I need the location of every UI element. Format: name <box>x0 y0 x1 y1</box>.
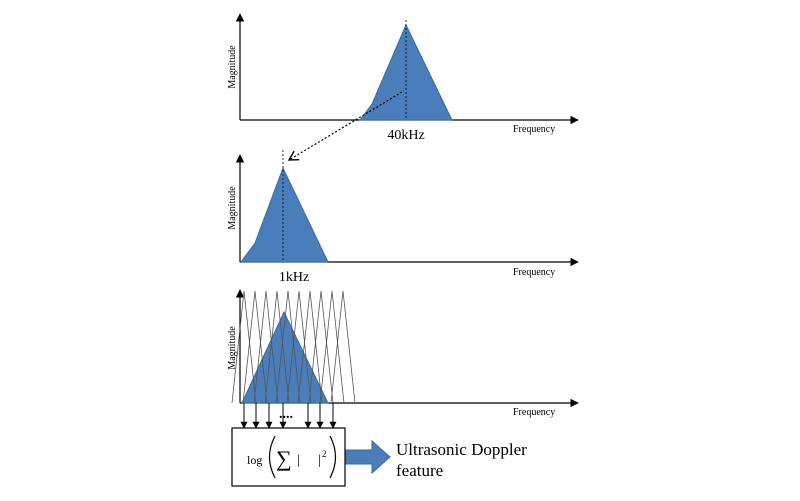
filterbank-panel: Magnitude Frequency .... <box>227 289 579 429</box>
filter-triangle <box>231 290 257 404</box>
peak-frequency-label: 40kHz <box>387 128 424 143</box>
log-text: log <box>247 453 262 467</box>
y-axis-label: Magnitude <box>227 326 238 370</box>
left-paren <box>268 435 276 479</box>
output-label-line2: feature <box>396 461 443 480</box>
filter-triangle <box>275 290 301 404</box>
filter-ellipsis: .... <box>279 407 293 422</box>
filter-triangle <box>330 290 356 404</box>
spectrum-peak <box>240 166 329 263</box>
filter-triangle <box>253 290 279 404</box>
filter-triangle <box>242 290 268 404</box>
spectrum-panel-40khz: Magnitude Frequency 40kHz <box>227 13 579 143</box>
exponent-two: 2 <box>322 449 327 459</box>
sum-symbol: ∑ <box>276 446 292 471</box>
y-axis-label: Magnitude <box>227 45 238 89</box>
output-label-line1: Ultrasonic Doppler <box>396 440 527 459</box>
y-axis-label: Magnitude <box>227 186 238 230</box>
x-axis-label: Frequency <box>513 407 555 418</box>
frequency-shift-arrow <box>287 91 403 161</box>
peak-frequency-label: 1kHz <box>279 270 309 285</box>
filter-triangle <box>297 290 323 404</box>
filter-triangle <box>264 290 290 404</box>
log-energy-box: log ∑ | | 2 <box>231 427 346 487</box>
right-paren <box>329 435 337 479</box>
filter-triangle <box>286 290 312 404</box>
formula-box <box>231 427 346 487</box>
output-block-arrow <box>345 439 391 475</box>
x-axis-label: Frequency <box>513 267 555 278</box>
filter-triangle <box>308 290 334 404</box>
x-axis-label: Frequency <box>513 124 555 135</box>
triangular-filters <box>231 290 356 404</box>
filter-triangle <box>319 290 345 404</box>
filter-output-arrows <box>240 403 337 429</box>
spectrum-panel-1khz: Magnitude Frequency 1kHz <box>227 150 579 285</box>
abs-bar-left: | <box>297 453 300 468</box>
abs-bar-right: | <box>318 453 321 468</box>
